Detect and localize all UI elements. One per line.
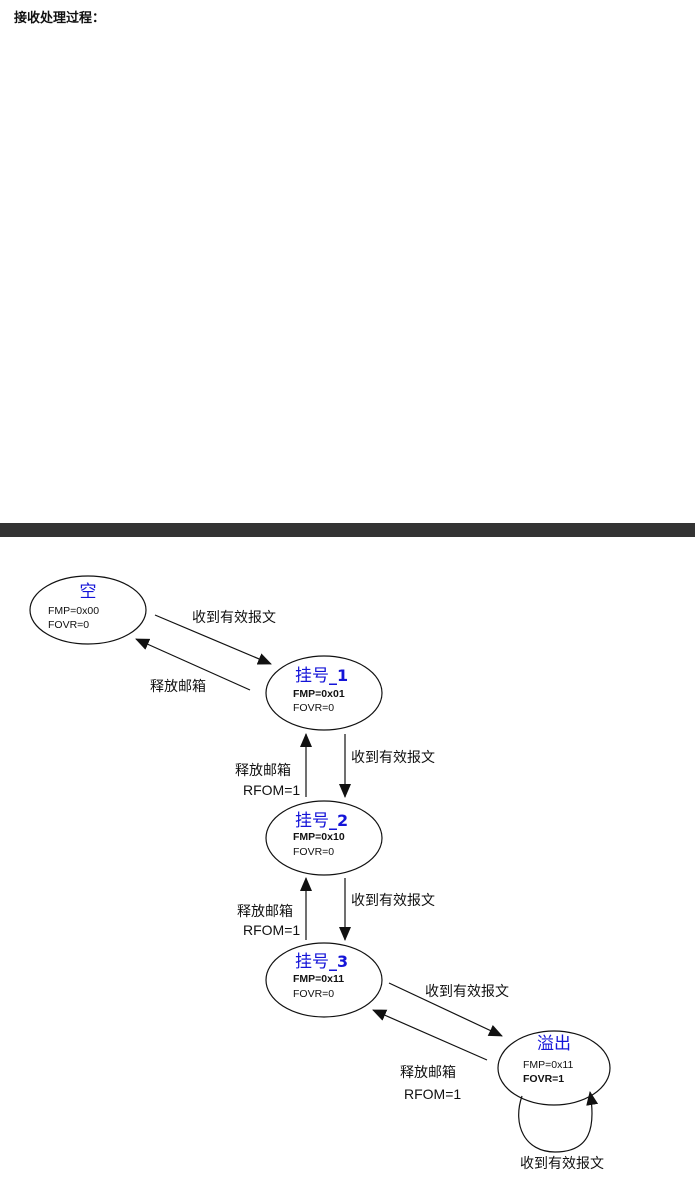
mailbox-state-diagram: 空 FMP=0x00 FOVR=0 挂号_1 FMP=0x01 FOVR=0 挂… bbox=[29, 575, 611, 1172]
edge-empty-to-pending-1 bbox=[154, 614, 272, 665]
state-empty-fmp: FMP=0x00 bbox=[48, 605, 99, 617]
label-pending-1-to-empty: 释放邮箱 bbox=[150, 679, 206, 695]
state-empty-fovr: FOVR=0 bbox=[48, 619, 89, 631]
state-pending-3-title-num: _3 bbox=[329, 952, 348, 971]
edge-overflow-self-loop bbox=[518, 1091, 599, 1153]
edge-pending-1-to-empty bbox=[135, 638, 251, 691]
label-empty-to-pending-1: 收到有效报文 bbox=[192, 610, 276, 626]
edge-overflow-to-pending-3 bbox=[372, 1009, 488, 1061]
state-pending-3: 挂号_3 FMP=0x11 FOVR=0 bbox=[265, 942, 383, 1018]
label-overflow-to-pending-3-line2: RFOM=1 bbox=[404, 1086, 461, 1102]
state-pending-2: 挂号_2 FMP=0x10 FOVR=0 bbox=[265, 800, 383, 876]
state-pending-3-title-cn: 挂号 bbox=[295, 952, 329, 972]
edge-pending-3-to-overflow bbox=[388, 982, 503, 1037]
state-overflow: 溢出 FMP=0x11 FOVR=1 bbox=[497, 1030, 611, 1106]
label-pending-2-to-pending-3: 收到有效报文 bbox=[351, 893, 435, 909]
state-pending-1: 挂号_1 FMP=0x01 FOVR=0 bbox=[265, 655, 383, 731]
state-pending-3-title: 挂号_3 bbox=[295, 952, 348, 972]
state-pending-1-fovr: FOVR=0 bbox=[293, 702, 334, 714]
state-pending-2-title: 挂号_2 bbox=[295, 811, 348, 831]
state-empty-title: 空 bbox=[80, 582, 97, 602]
state-pending-1-fmp: FMP=0x01 bbox=[293, 688, 345, 700]
page-heading: 接收处理过程： bbox=[14, 11, 106, 26]
state-pending-1-title: 挂号_1 bbox=[295, 666, 348, 686]
state-overflow-title: 溢出 bbox=[537, 1034, 571, 1054]
state-pending-2-fovr: FOVR=0 bbox=[293, 846, 334, 858]
label-pending-2-to-pending-1-line1: 释放邮箱 bbox=[235, 763, 291, 779]
label-pending-2-to-pending-1-line2: RFOM=1 bbox=[243, 782, 300, 798]
state-empty: 空 FMP=0x00 FOVR=0 bbox=[29, 575, 147, 645]
state-pending-1-title-cn: 挂号 bbox=[295, 666, 329, 686]
label-pending-1-to-pending-2: 收到有效报文 bbox=[351, 750, 435, 766]
state-overflow-fmp: FMP=0x11 bbox=[523, 1059, 573, 1071]
state-pending-1-title-num: _1 bbox=[329, 666, 348, 685]
state-overflow-fovr: FOVR=1 bbox=[523, 1073, 564, 1085]
label-overflow-self-loop: 收到有效报文 bbox=[520, 1156, 604, 1172]
state-pending-2-title-num: _2 bbox=[329, 811, 348, 830]
section-divider bbox=[0, 523, 695, 537]
state-pending-2-fmp: FMP=0x10 bbox=[293, 831, 345, 843]
state-pending-3-fmp: FMP=0x11 bbox=[293, 973, 344, 985]
label-overflow-to-pending-3-line1: 释放邮箱 bbox=[400, 1065, 456, 1081]
label-pending-3-to-overflow: 收到有效报文 bbox=[425, 984, 509, 1000]
state-pending-3-fovr: FOVR=0 bbox=[293, 988, 334, 1000]
label-pending-3-to-pending-2-line2: RFOM=1 bbox=[243, 922, 300, 938]
label-pending-3-to-pending-2-line1: 释放邮箱 bbox=[237, 904, 293, 920]
state-pending-2-title-cn: 挂号 bbox=[295, 811, 329, 831]
